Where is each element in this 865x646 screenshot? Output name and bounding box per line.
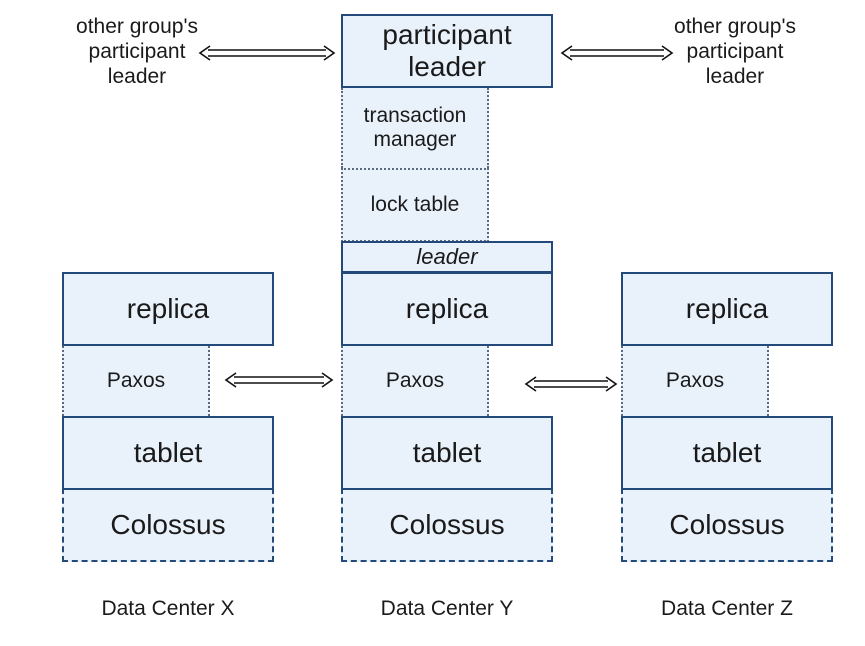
paxos-box-x: Paxos bbox=[62, 346, 210, 416]
datacenter-label-z: Data Center Z bbox=[661, 597, 793, 620]
right-other-group-label: other group's participant leader bbox=[674, 15, 796, 89]
arrow-paxos-left bbox=[224, 372, 334, 388]
colossus-box-y: Colossus bbox=[341, 488, 553, 562]
left-other-group-label: other group's participant leader bbox=[76, 15, 198, 89]
datacenter-label-x: Data Center X bbox=[101, 597, 235, 620]
datacenter-label-y: Data Center Y bbox=[380, 597, 514, 620]
tablet-box-y: tablet bbox=[341, 416, 553, 490]
participant-leader-box: participant leader bbox=[341, 14, 553, 88]
replica-box-x: replica bbox=[62, 272, 274, 346]
transaction-manager-box: transaction manager bbox=[341, 88, 489, 168]
paxos-box-y: Paxos bbox=[341, 346, 489, 416]
arrow-paxos-right bbox=[524, 376, 618, 392]
tablet-box-x: tablet bbox=[62, 416, 274, 490]
replica-box-z: replica bbox=[621, 272, 833, 346]
leader-label: leader bbox=[416, 244, 478, 270]
paxos-box-z: Paxos bbox=[621, 346, 769, 416]
colossus-box-z: Colossus bbox=[621, 488, 833, 562]
lock-table-box: lock table bbox=[341, 168, 489, 242]
colossus-box-x: Colossus bbox=[62, 488, 274, 562]
arrow-right-top bbox=[560, 45, 674, 61]
replica-box-y: replica bbox=[341, 272, 553, 346]
arrow-left-top bbox=[198, 45, 336, 61]
